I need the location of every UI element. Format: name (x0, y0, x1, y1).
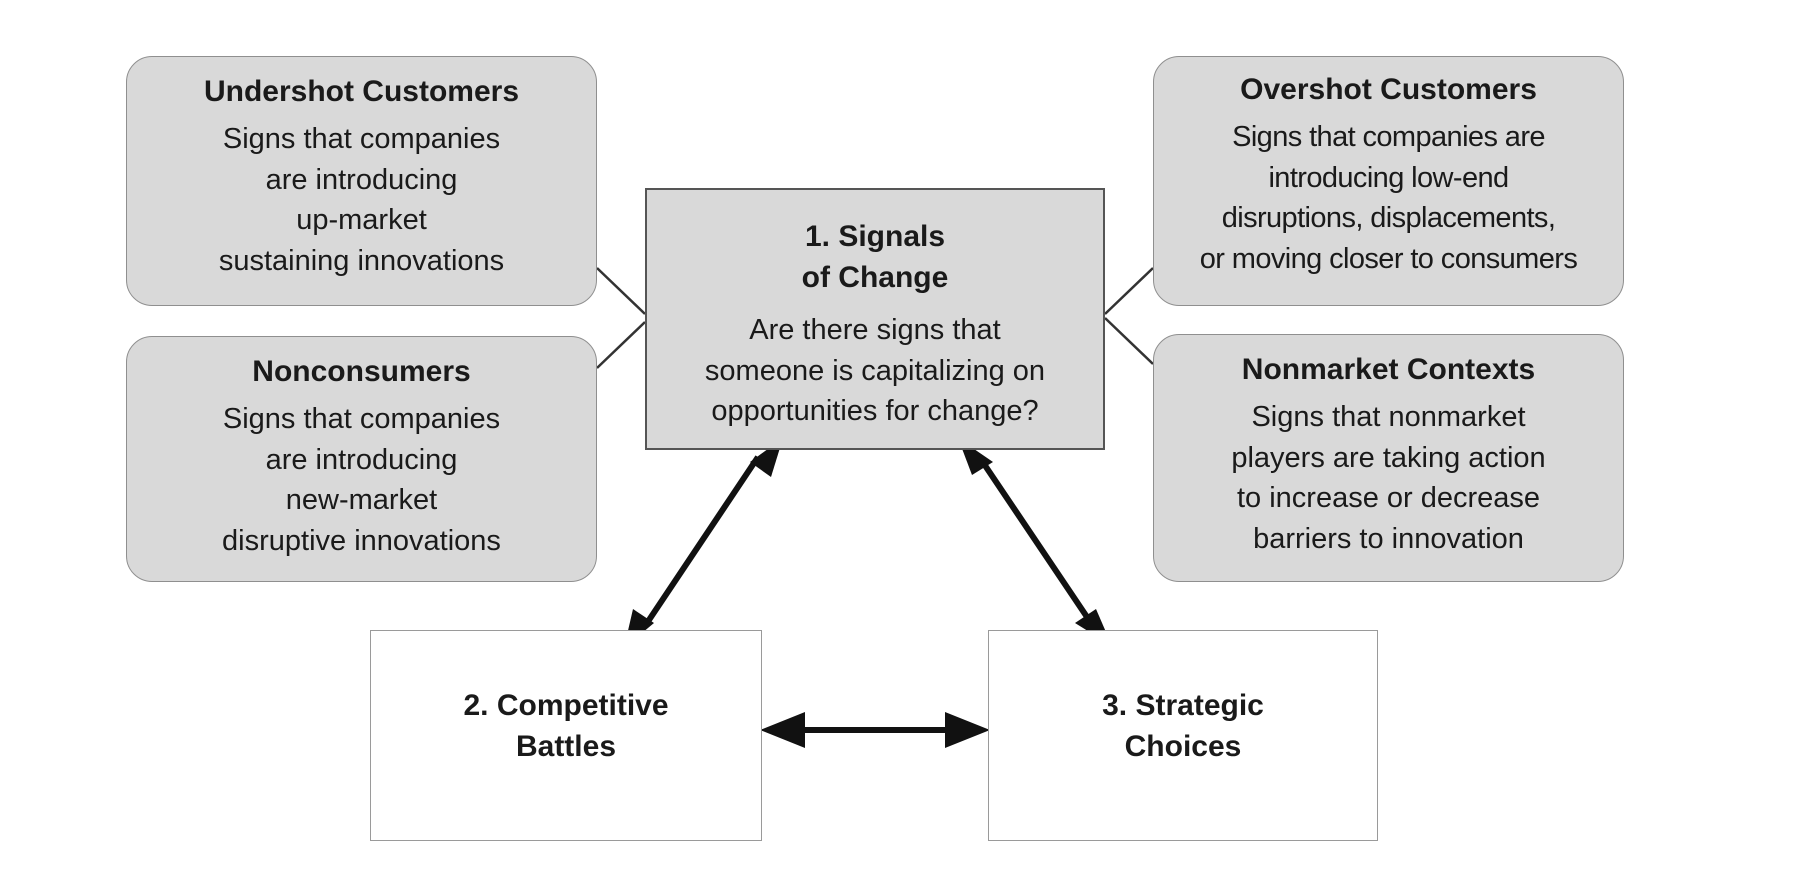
arrow-signals-choices (958, 438, 1112, 646)
competitive-battles-box: 2. Competitive Battles (370, 630, 762, 841)
undershot-customers-title: Undershot Customers (203, 75, 520, 108)
competitive-battles-title: 2. Competitive Battles (463, 688, 669, 763)
nonmarket-contexts-title: Nonmarket Contexts (1241, 353, 1536, 386)
undershot-customers-text: Signs that companies are introducing up-… (218, 123, 505, 277)
arrow-battles-choices (760, 712, 990, 748)
nonconsumers-box: Nonconsumers Signs that companies are in… (126, 336, 597, 582)
nonconsumers-title: Nonconsumers (252, 355, 471, 388)
nonconsumers-text: Signs that companies are introducing new… (222, 403, 501, 557)
strategic-choices-box: 3. Strategic Choices (988, 630, 1378, 841)
connector-overshot (1104, 267, 1154, 315)
nonmarket-contexts-box: Nonmarket Contexts Signs that nonmarket … (1153, 334, 1624, 582)
overshot-customers-title: Overshot Customers (1240, 73, 1537, 106)
signals-of-change-question: Are there signs that someone is capitali… (704, 314, 1046, 427)
connector-nonmarket (1104, 317, 1154, 365)
nonmarket-contexts-text: Signs that nonmarket players are taking … (1231, 401, 1546, 555)
undershot-customers-box: Undershot Customers Signs that companies… (126, 56, 597, 306)
arrow-signals-battles (624, 438, 783, 648)
overshot-customers-box: Overshot Customers Signs that companies … (1153, 56, 1624, 306)
connector-undershot (596, 267, 646, 315)
connector-nonconsumers (596, 321, 646, 369)
signals-of-change-box: 1. Signals of Change Are there signs tha… (645, 188, 1105, 450)
strategic-choices-title: 3. Strategic Choices (1102, 688, 1264, 763)
overshot-customers-text: Signs that companies are introducing low… (1199, 121, 1578, 275)
signals-of-change-title: 1. Signals of Change (801, 220, 949, 294)
